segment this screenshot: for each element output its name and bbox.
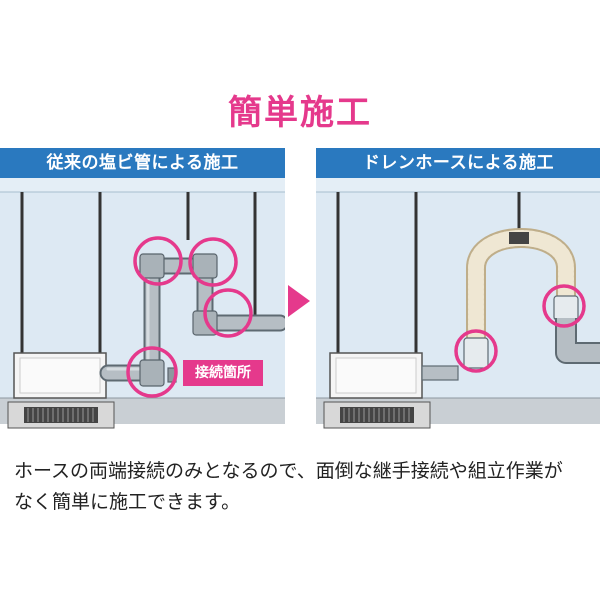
hose-connector	[463, 337, 489, 369]
page-title: 簡単施工	[228, 93, 372, 133]
drain-outlet	[421, 365, 459, 381]
panel-conventional: 従来の塩ビ管による施工	[0, 148, 285, 450]
description: ホースの両端接続のみとなるので、面倒な継手接続や組立作業が なく簡単に施工できま…	[14, 456, 594, 518]
ceiling-slab	[0, 178, 285, 192]
hose-hanger-band	[509, 232, 529, 244]
conventional-pipe-illustration	[0, 178, 285, 429]
ceiling-slab	[316, 178, 600, 192]
hose-connector	[553, 295, 579, 321]
arrow-right-icon	[288, 285, 310, 317]
description-line: ホースの両端接続のみとなるので、面倒な継手接続や組立作業が	[14, 460, 563, 482]
connection-highlight	[126, 236, 253, 398]
connection-callout: 接続箇所	[183, 360, 263, 386]
connection-highlight	[454, 284, 586, 373]
pvc-pipe	[555, 318, 600, 364]
pipe-joint	[139, 253, 218, 387]
panel-header-drain-hose: ドレンホースによる施工	[316, 148, 600, 178]
description-line: なく簡単に施工できます。	[14, 491, 241, 513]
panel-header-conventional: 従来の塩ビ管による施工	[0, 148, 285, 178]
drain-hose-illustration	[316, 178, 600, 429]
panel-drain-hose: ドレンホースによる施工	[316, 148, 600, 450]
